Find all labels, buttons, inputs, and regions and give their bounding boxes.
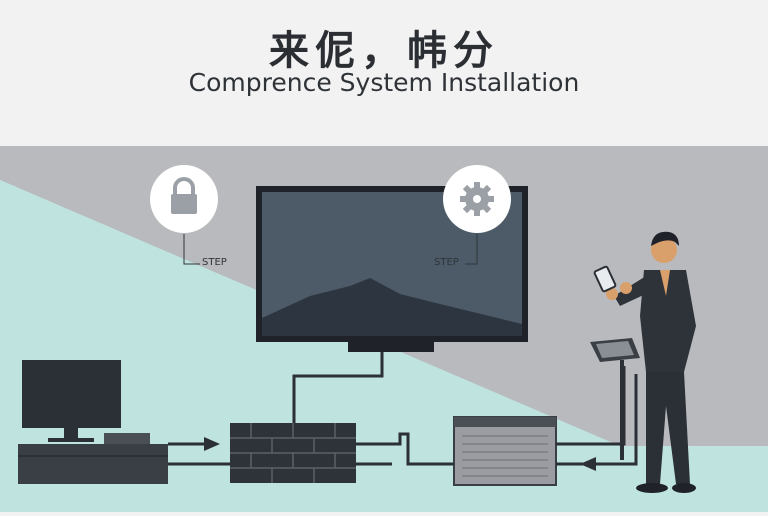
step-label-right: STEP: [434, 257, 459, 268]
installation-diagram: STEP STEP: [0, 146, 768, 512]
control-panel: [590, 338, 640, 460]
trousers: [646, 372, 690, 484]
head: [651, 237, 677, 263]
title-chinese: 来伲，帏分: [269, 28, 499, 74]
gear-callout: [443, 165, 511, 265]
desk: [18, 444, 168, 484]
title-english: Comprence System Installation: [188, 68, 580, 97]
arrow-left: [580, 457, 596, 471]
desktop-computer: [18, 360, 168, 484]
arrow-right: [204, 437, 220, 451]
tablet-device: [593, 265, 617, 293]
tv-soundbar: [348, 342, 434, 352]
lock-callout: [150, 165, 218, 265]
receiver-unit: [453, 416, 557, 486]
monitor: [22, 360, 121, 428]
mountain-graphic: [262, 278, 522, 336]
suit-jacket: [640, 270, 696, 372]
brick-hub: [230, 423, 356, 483]
arm: [614, 276, 650, 306]
header: 来伲，帏分 Comprence System Installation: [0, 0, 768, 146]
lock-icon: [171, 177, 197, 214]
keyboard: [104, 433, 150, 444]
gear-icon: [460, 182, 494, 216]
diagram-canvas: [0, 146, 768, 512]
technician: [593, 231, 696, 493]
step-label-left: STEP: [202, 257, 227, 268]
